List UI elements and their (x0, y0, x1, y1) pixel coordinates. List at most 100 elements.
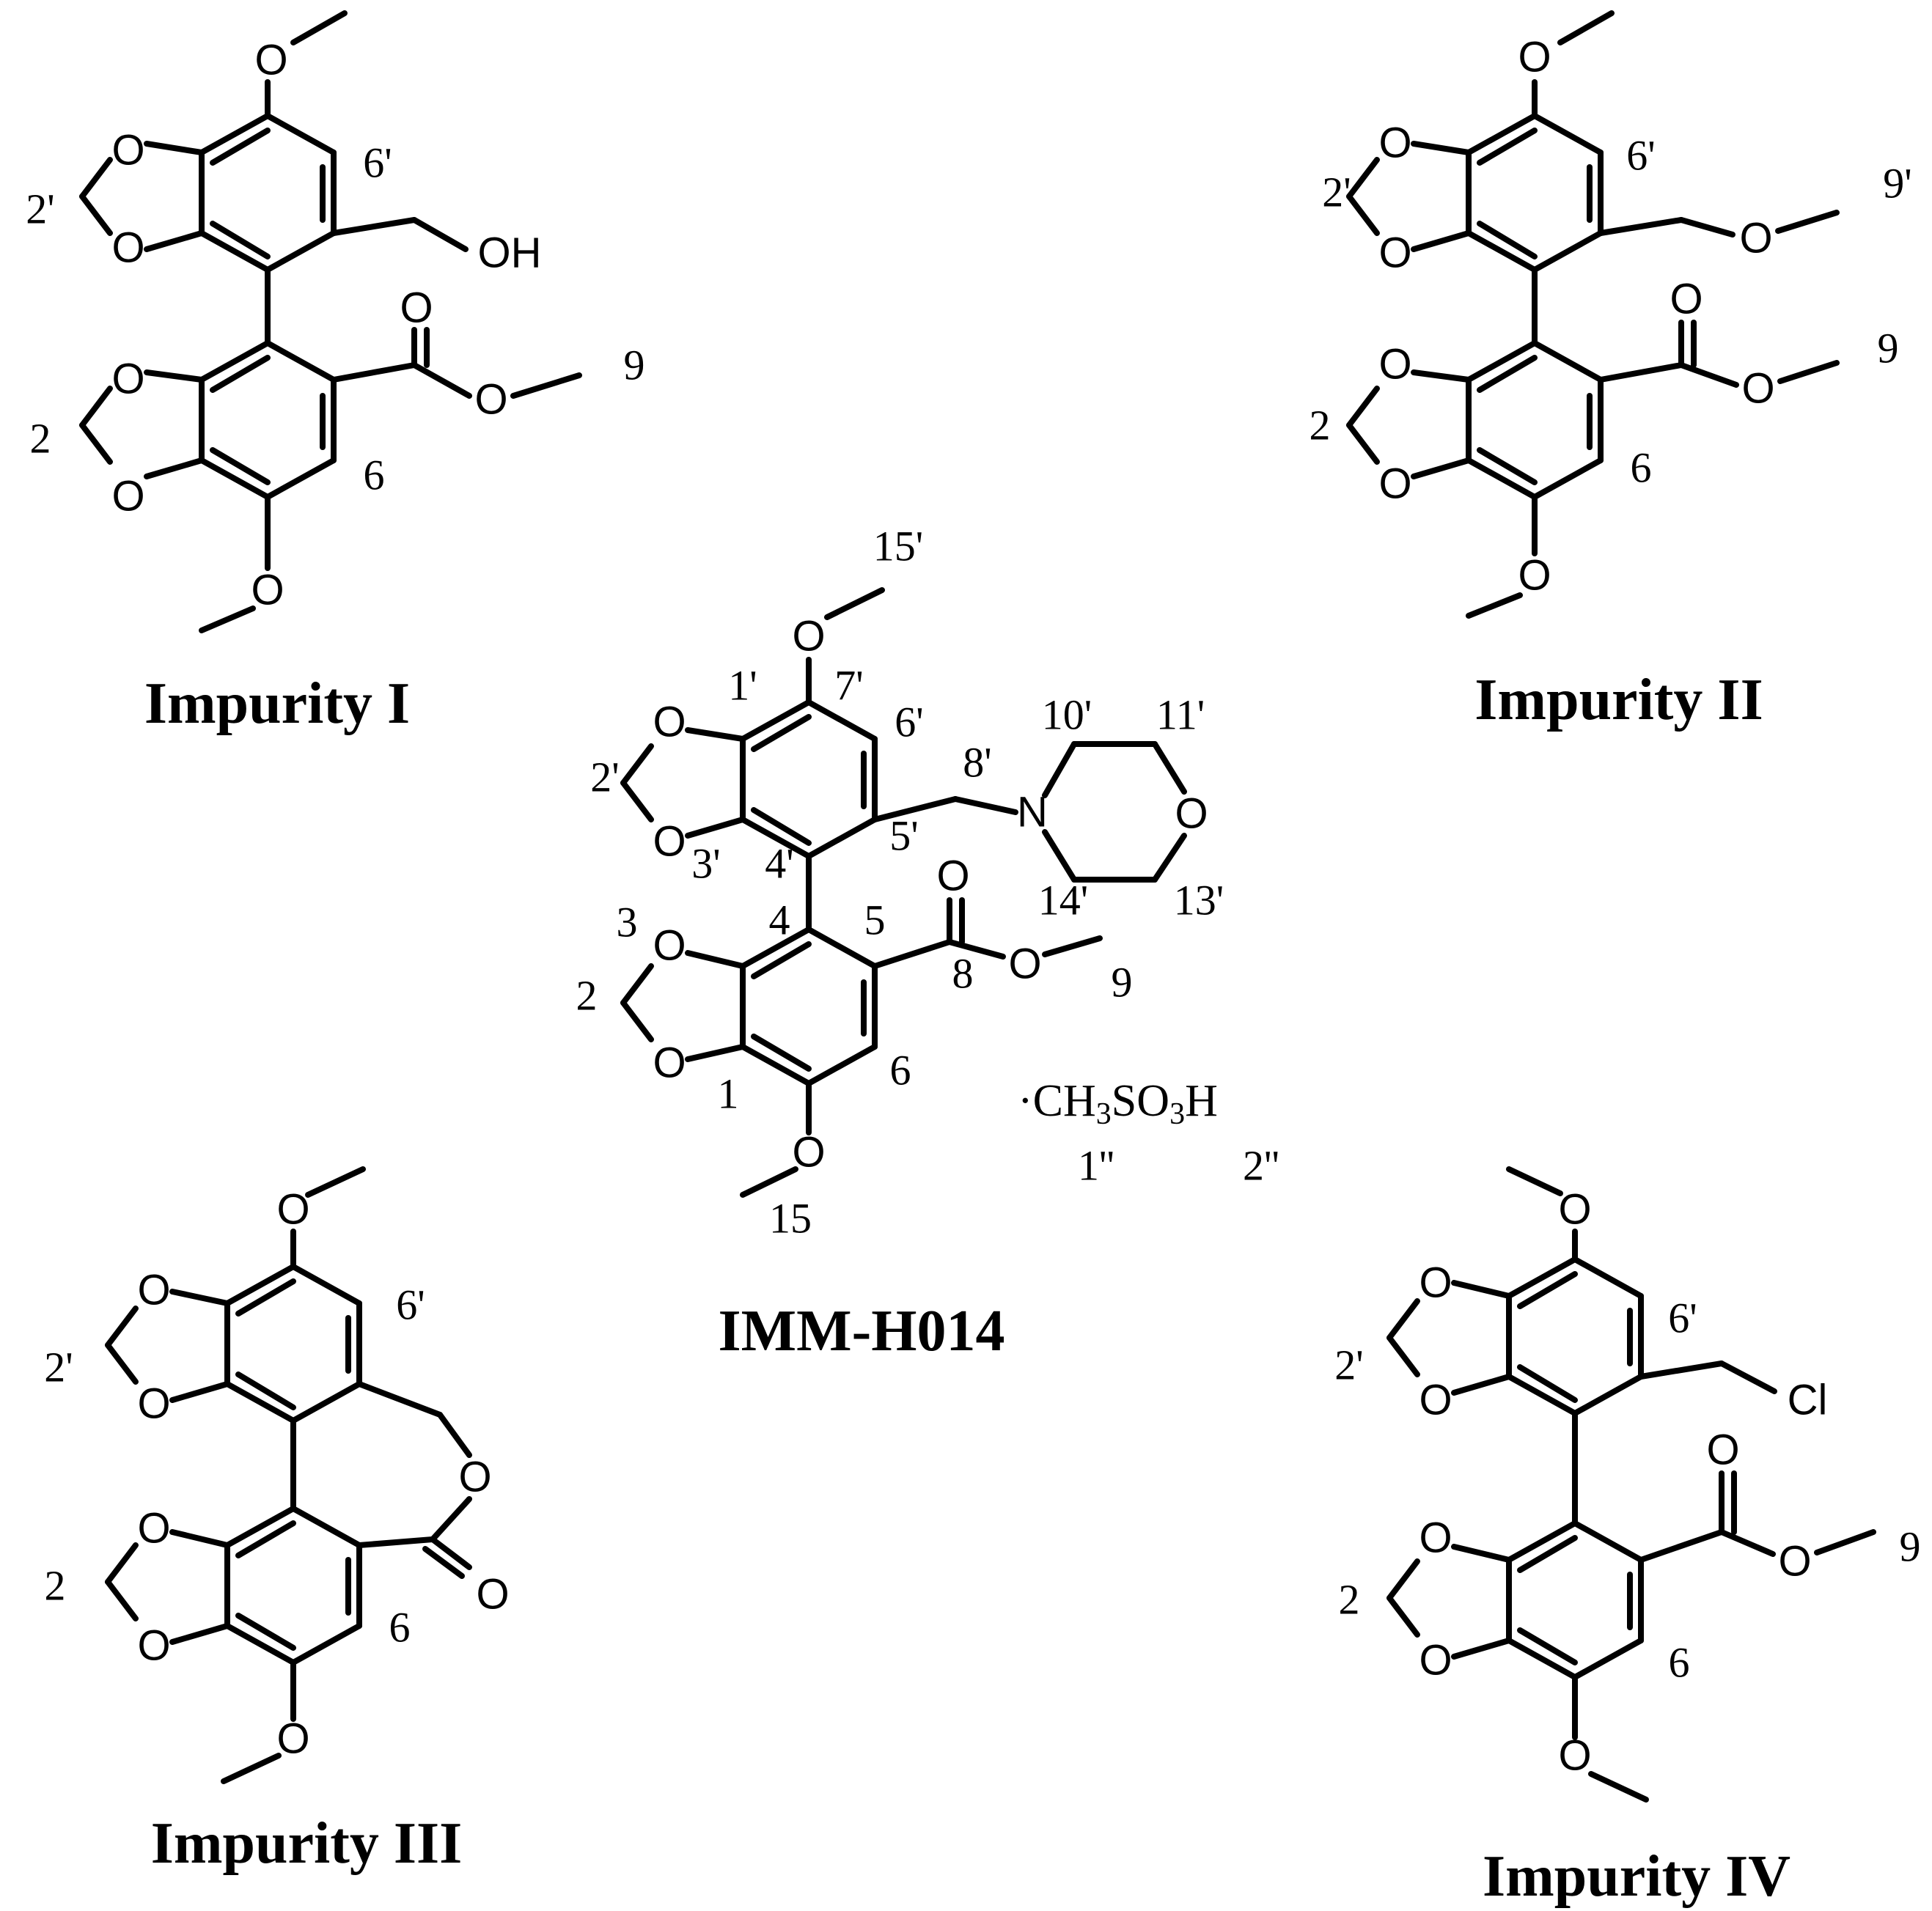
atom-o: O (792, 1129, 825, 1177)
locant: 9 (1112, 959, 1133, 1006)
molecule-title: Impurity II (1474, 668, 1763, 732)
salt-formula: ·CH3SO3H (1018, 1076, 1218, 1131)
atom-o: O (1670, 276, 1703, 323)
atom-o: O (137, 1267, 170, 1314)
locant: 1' (728, 662, 757, 710)
locant: 2' (26, 185, 54, 233)
atom-n: N (1017, 789, 1048, 836)
impurity-4-structure: O O O Cl O O O O O 2' 6' 2 6 9 Impurity … (1334, 1166, 1921, 1909)
atom-o: O (458, 1454, 491, 1501)
impurity-1-structure: O O O OH O O O O O 2' 6' 2 6 9 Impurity … (26, 10, 645, 736)
locant: 2 (576, 972, 598, 1020)
atom-o: O (276, 1715, 309, 1763)
atom-o: O (1419, 1377, 1452, 1424)
locant: 6 (364, 452, 385, 499)
locant: 13' (1174, 877, 1224, 924)
locant: 9' (1883, 160, 1911, 207)
atom-o: O (653, 922, 686, 970)
atom-oh: OH (478, 229, 542, 277)
atom-o: O (254, 37, 287, 84)
atom-o: O (936, 853, 969, 900)
locant: 2 (30, 415, 51, 463)
atom-cl: Cl (1788, 1377, 1828, 1424)
molecule-title: Impurity IV (1483, 1844, 1790, 1909)
atom-o: O (137, 1380, 170, 1428)
locant: 6' (1668, 1295, 1697, 1342)
atom-o: O (1378, 119, 1411, 167)
locant: 2 (1310, 402, 1331, 449)
atom-o: O (1378, 460, 1411, 508)
locant: 9 (624, 342, 645, 389)
atom-o: O (1778, 1538, 1811, 1586)
locant: 6 (1669, 1639, 1690, 1687)
locant: 14' (1038, 877, 1088, 924)
atom-o: O (276, 1186, 309, 1234)
locant: 4' (765, 840, 793, 888)
atom-o: O (137, 1622, 170, 1670)
locant: 2' (1322, 169, 1351, 216)
locant: 3' (691, 840, 720, 888)
locant: 10' (1042, 691, 1092, 739)
atom-o: O (1008, 940, 1041, 988)
impurity-3-structure: O O O O O O O O 2' 6' 2 6 Impurity III (44, 1166, 510, 1876)
atom-o: O (1419, 1259, 1452, 1307)
locant: 6' (895, 699, 923, 746)
atom-o: O (1419, 1637, 1452, 1684)
locant: 2 (45, 1562, 66, 1610)
locant: 3 (617, 899, 638, 946)
atom-o: O (1739, 215, 1772, 262)
atom-o: O (653, 1039, 686, 1087)
atom-o: O (1518, 552, 1551, 600)
locant: 2' (1334, 1341, 1363, 1389)
atom-o: O (400, 284, 433, 332)
locant: 6' (1626, 132, 1655, 180)
atom-o: O (1741, 365, 1774, 413)
atom-o: O (137, 1505, 170, 1553)
atom-o: O (1378, 229, 1411, 277)
atom-o: O (1558, 1732, 1591, 1780)
locant: 5 (864, 896, 886, 944)
locant: 6' (363, 139, 392, 187)
salt-locant-1: 1'' (1078, 1142, 1114, 1190)
locant: 15' (873, 523, 923, 570)
atom-o: O (111, 224, 144, 272)
locant: 2' (590, 754, 619, 801)
locant: 5' (889, 812, 918, 860)
atom-o: O (653, 818, 686, 866)
atom-o: O (111, 473, 144, 520)
locant: 6 (890, 1047, 911, 1094)
molecule-title: IMM-H014 (718, 1299, 1004, 1363)
locant: 6 (389, 1604, 411, 1652)
atom-o: O (1706, 1426, 1739, 1474)
atom-o: O (1558, 1186, 1591, 1234)
locant: 4 (769, 896, 790, 944)
atom-o: O (111, 127, 144, 174)
atom-o: O (474, 376, 507, 424)
locant: 11' (1156, 691, 1205, 739)
molecule-title: Impurity I (144, 671, 410, 736)
locant: 8 (952, 950, 974, 998)
locant: 9 (1878, 325, 1899, 372)
atom-o: O (653, 699, 686, 746)
imm-h014-structure: O O O N O O O O O O 15' 1' 7' 6' 2' 3' 4… (576, 523, 1279, 1364)
atom-o: O (1419, 1514, 1452, 1562)
atom-o: O (476, 1571, 509, 1619)
locant: 2 (1339, 1576, 1360, 1624)
molecule-title: Impurity III (151, 1811, 463, 1876)
atom-o: O (1518, 34, 1551, 81)
locant: 8' (963, 739, 991, 787)
atom-o: O (251, 567, 284, 614)
locant: 9 (1900, 1523, 1921, 1571)
locant: 7' (834, 662, 863, 710)
locant: 6 (1631, 444, 1652, 492)
atom-o: O (792, 613, 825, 660)
atom-o: O (111, 356, 144, 403)
atom-o: O (1378, 341, 1411, 389)
atom-o: O (1175, 790, 1208, 838)
locant: 15 (769, 1195, 812, 1242)
locant: 6' (396, 1281, 425, 1329)
impurity-2-structure: O O O O O O O O O 2' 6' 9' 2 6 9 Impurit… (1310, 10, 1912, 732)
locant: 2' (44, 1344, 73, 1391)
locant: 1 (718, 1070, 739, 1118)
